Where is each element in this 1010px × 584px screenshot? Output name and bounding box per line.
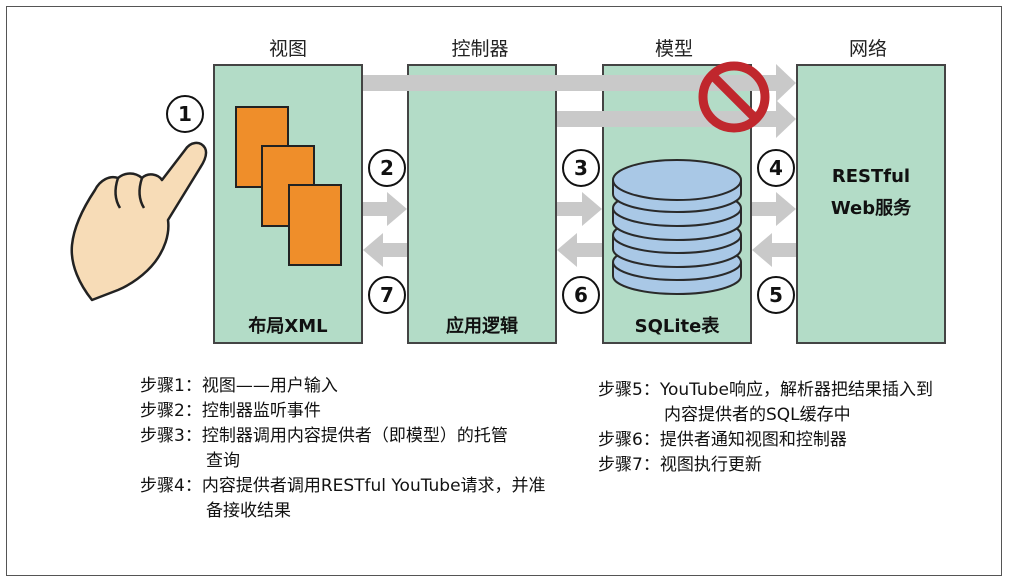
view-box-label: 布局XML [248,316,328,337]
column-title-network: 网络 [848,38,887,60]
database-icon [612,159,742,295]
step-text-7: 步骤7：视图执行更新 [598,455,762,475]
step-text-5: 步骤5：YouTube响应，解析器把结果插入到 [598,380,933,400]
controller-box-label: 应用逻辑 [446,316,518,337]
step-text-4-cont: 备接收结果 [206,501,291,521]
steps-right: 步骤5：YouTube响应，解析器把结果插入到 内容提供者的SQL缓存中 步骤6… [598,378,933,478]
step-text-1: 步骤1：视图——用户输入 [140,376,338,396]
step-number-4: 4 [757,149,795,187]
step-text-6: 步骤6：提供者通知视图和控制器 [598,430,847,450]
step-number-1: 1 [166,95,204,133]
left-arrows [363,233,796,267]
column-title-controller: 控制器 [451,38,509,60]
step-number-3: 3 [562,149,600,187]
model-box-label: SQLite表 [634,316,720,337]
document-stack-icon [235,106,342,266]
step-text-5-cont: 内容提供者的SQL缓存中 [664,405,851,425]
column-title-model: 模型 [654,38,693,60]
network-box-label-2: Web服务 [830,198,912,219]
right-arrows [363,192,796,226]
network-box [796,64,946,344]
step-number-2: 2 [368,149,406,187]
top-arrow-view-to-network [363,64,796,102]
step-number-5: 5 [757,276,795,314]
step-number-7: 7 [368,276,406,314]
step-number-6: 6 [562,276,600,314]
step-text-4: 步骤4：内容提供者调用RESTful YouTube请求，并准 [140,476,546,496]
steps-left: 步骤1：视图——用户输入 步骤2：控制器监听事件 步骤3：控制器调用内容提供者（… [140,374,546,524]
step-text-3: 步骤3：控制器调用内容提供者（即模型）的托管 [140,426,508,446]
prohibited-icon [698,61,770,133]
network-box-label-1: RESTful [831,166,911,187]
column-title-view: 视图 [268,38,307,60]
step-text-3-cont: 查询 [206,451,240,471]
step-text-2: 步骤2：控制器监听事件 [140,401,321,421]
controller-box [407,64,557,344]
pointing-hand-icon [70,141,208,302]
